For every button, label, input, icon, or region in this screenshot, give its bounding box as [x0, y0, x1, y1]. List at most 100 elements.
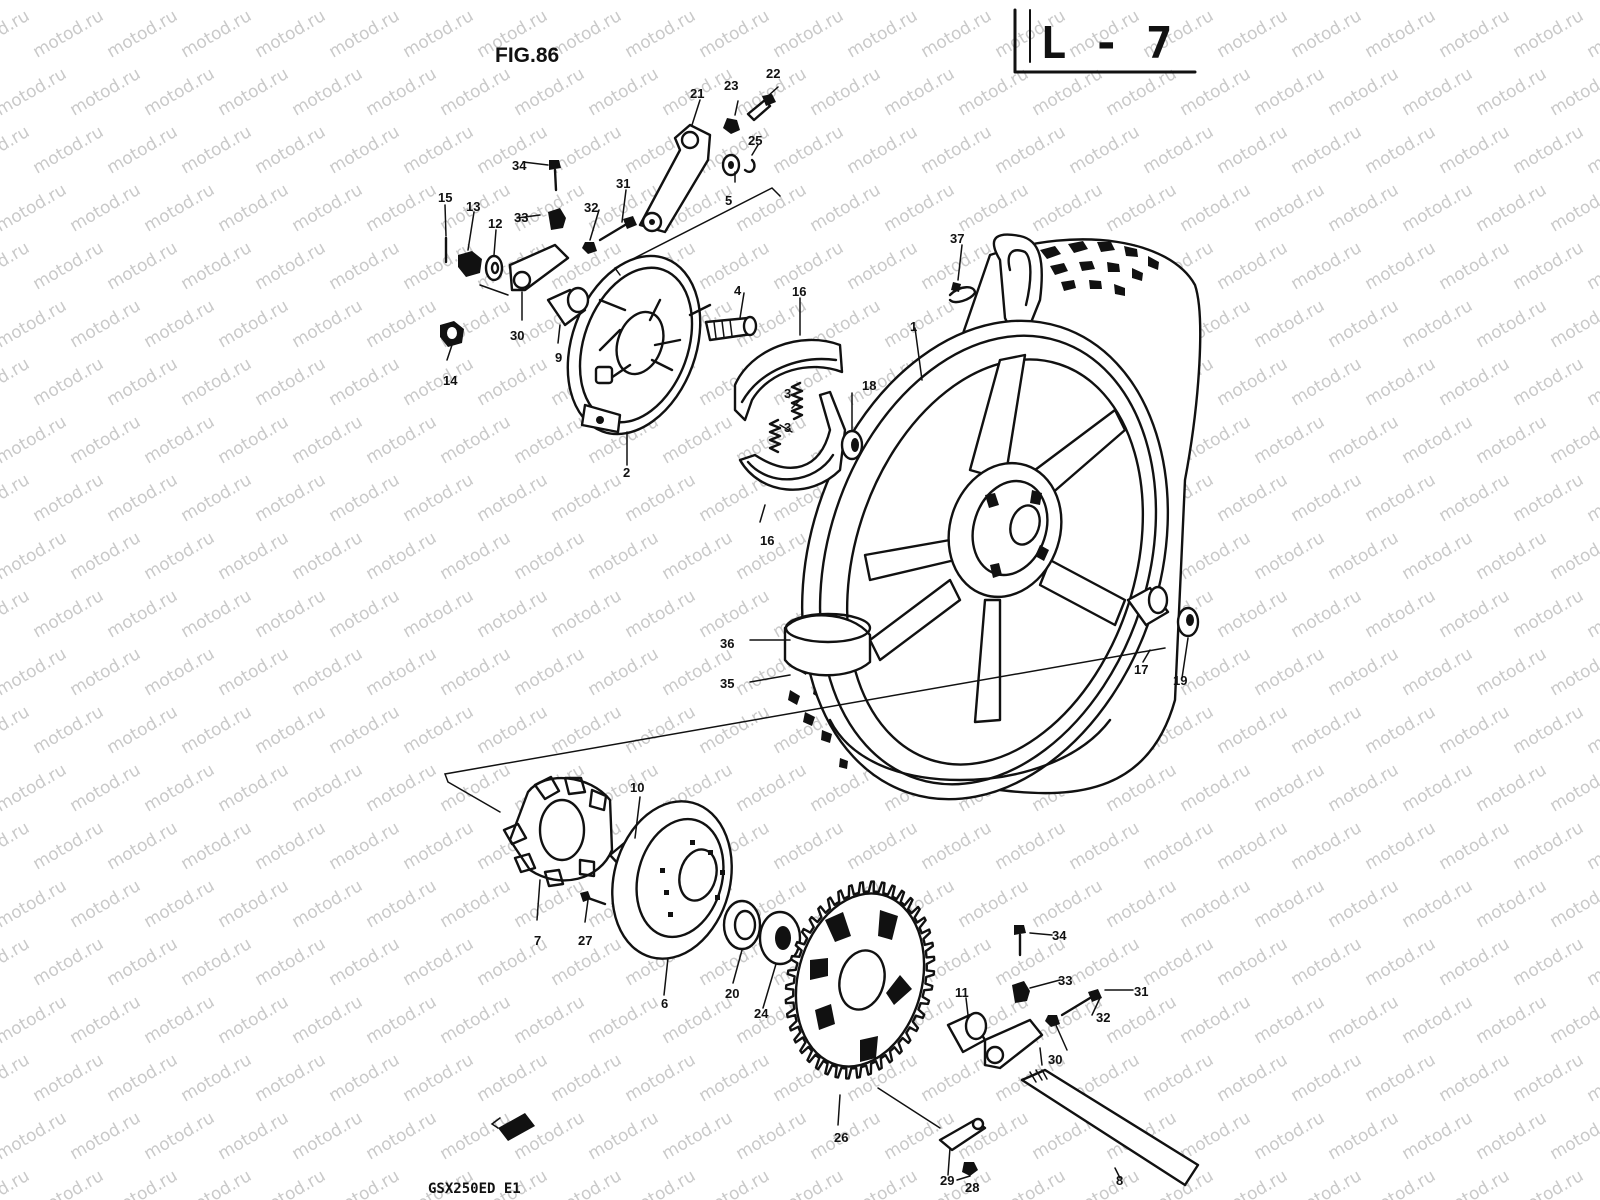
watermark-text: motod.ru	[30, 6, 108, 62]
watermark-text: motod.ru	[141, 180, 219, 236]
watermark-text: motod.ru	[252, 934, 330, 990]
callout-32-upper: 32	[584, 200, 598, 215]
watermark-text: motod.ru	[1584, 934, 1600, 990]
watermark-text: motod.ru	[104, 354, 182, 410]
watermark-text: motod.ru	[0, 354, 33, 410]
watermark-text: motod.ru	[104, 6, 182, 62]
watermark-text: motod.ru	[326, 354, 404, 410]
watermark-text: motod.ru	[178, 238, 256, 294]
watermark-text: motod.ru	[1362, 586, 1440, 642]
watermark-text: motod.ru	[1584, 1050, 1600, 1106]
watermark-text: motod.ru	[659, 412, 737, 468]
watermark-text: motod.ru	[289, 1108, 367, 1164]
watermark-text: motod.ru	[1584, 122, 1600, 178]
watermark-text: motod.ru	[1436, 122, 1514, 178]
watermark-text: motod.ru	[437, 992, 515, 1048]
watermark-text: motod.ru	[141, 1108, 219, 1164]
callout-33-upper: 33	[514, 210, 528, 225]
watermark-text: motod.ru	[1288, 934, 1366, 990]
watermark-text: motod.ru	[548, 122, 626, 178]
watermark-text: motod.ru	[104, 1050, 182, 1106]
watermark-text: motod.ru	[326, 238, 404, 294]
watermark-text: motod.ru	[252, 586, 330, 642]
callout-34-upper: 34	[512, 158, 527, 173]
spacer-9	[546, 286, 590, 327]
watermark-text: motod.ru	[1362, 1050, 1440, 1106]
watermark-text: motod.ru	[215, 644, 293, 700]
watermark-text: motod.ru	[252, 702, 330, 758]
watermark-text: motod.ru	[104, 818, 182, 874]
watermark-text: motod.ru	[1214, 354, 1292, 410]
watermark-text: motod.ru	[918, 6, 996, 62]
nut-28	[962, 1162, 978, 1176]
callout-7: 7	[534, 933, 541, 948]
brake-shoe-upper	[733, 338, 844, 422]
watermark-text: motod.ru	[844, 238, 922, 294]
watermark-text: motod.ru	[289, 992, 367, 1048]
brake-panel	[566, 254, 712, 436]
watermark-text: motod.ru	[0, 702, 33, 758]
watermark-text: motod.ru	[1288, 122, 1366, 178]
sheet-code: L - 7	[1040, 18, 1172, 69]
watermark-text: motod.ru	[1547, 180, 1600, 236]
watermark-text: motod.ru	[252, 470, 330, 526]
watermark-text: motod.ru	[807, 180, 885, 236]
bearing-20	[722, 899, 762, 951]
watermark-text: motod.ru	[1436, 1050, 1514, 1106]
watermark-text: motod.ru	[881, 180, 959, 236]
watermark-text: motod.ru	[1547, 412, 1600, 468]
watermark-text: motod.ru	[215, 760, 293, 816]
shoe-spring-upper	[790, 381, 804, 421]
watermark-text: motod.ru	[1103, 0, 1181, 4]
watermark-text: motod.ru	[1103, 992, 1181, 1048]
watermark-text: motod.ru	[326, 702, 404, 758]
watermark-text: motod.ru	[1510, 354, 1588, 410]
watermark-text: motod.ru	[1399, 644, 1477, 700]
callout-15: 15	[438, 190, 452, 205]
watermark-text: motod.ru	[1362, 470, 1440, 526]
watermark-text: motod.ru	[955, 876, 1033, 932]
watermark-text: motod.ru	[511, 0, 589, 4]
watermark-text: motod.ru	[400, 1050, 478, 1106]
watermark-text: motod.ru	[178, 586, 256, 642]
wheel-bearing-left	[840, 429, 864, 461]
watermark-text: motod.ru	[0, 296, 70, 352]
clip-33-lower	[1012, 981, 1030, 1003]
watermark-text: motod.ru	[1436, 702, 1514, 758]
watermark-text: motod.ru	[0, 644, 70, 700]
rear-sprocket	[784, 880, 936, 1080]
watermark-text: motod.ru	[0, 412, 70, 468]
watermark-text: motod.ru	[1066, 818, 1144, 874]
watermark-text: motod.ru	[215, 876, 293, 932]
watermark-text: motod.ru	[67, 876, 145, 932]
watermark-text: motod.ru	[585, 992, 663, 1048]
watermark-text: motod.ru	[104, 586, 182, 642]
watermark-text: motod.ru	[363, 992, 441, 1048]
watermark-text: motod.ru	[1399, 760, 1477, 816]
watermark-text: motod.ru	[1473, 0, 1551, 4]
watermark-text: motod.ru	[1288, 1166, 1366, 1200]
axle-nut-13	[458, 251, 482, 277]
watermark-text: motod.ru	[474, 470, 552, 526]
bolt-31-upper	[598, 216, 637, 242]
watermark-text: motod.ru	[1177, 528, 1255, 584]
watermark-text: motod.ru	[585, 1108, 663, 1164]
watermark-text: motod.ru	[622, 702, 700, 758]
watermark-text: motod.ru	[1029, 180, 1107, 236]
watermark-text: motod.ru	[770, 6, 848, 62]
callout-17: 17	[1134, 662, 1148, 677]
watermark-text: motod.ru	[1473, 64, 1551, 120]
spacer-11	[946, 1011, 988, 1054]
rim-band-36	[783, 612, 872, 677]
watermark-text: motod.ru	[622, 6, 700, 62]
watermark-text: motod.ru	[1362, 122, 1440, 178]
watermark-text: motod.ru	[363, 1108, 441, 1164]
watermark-text: motod.ru	[807, 64, 885, 120]
watermark-text: motod.ru	[437, 644, 515, 700]
sheet-code-box: L - 7	[1013, 8, 1197, 74]
watermark-text: motod.ru	[215, 0, 293, 4]
watermark-text: motod.ru	[474, 1050, 552, 1106]
watermark-text: motod.ru	[67, 1108, 145, 1164]
callout-16-upper: 16	[792, 284, 806, 299]
watermark-text: motod.ru	[437, 876, 515, 932]
